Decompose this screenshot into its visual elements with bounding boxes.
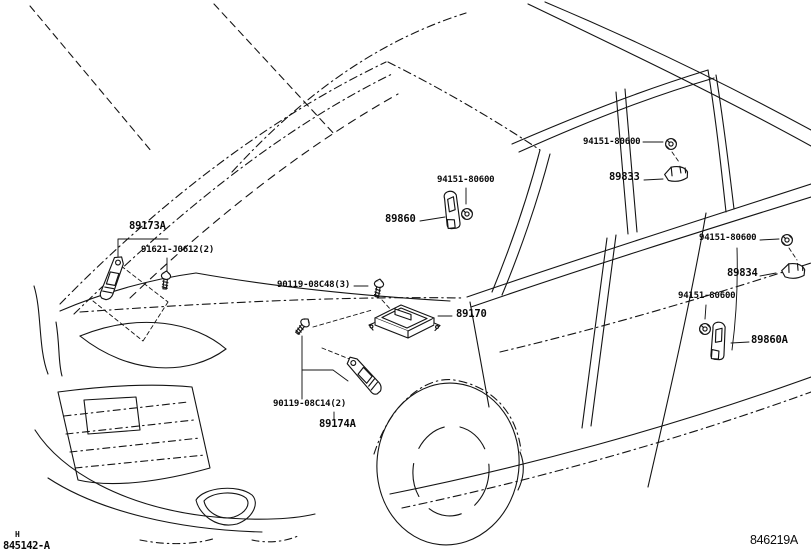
nut-94151-icon [699, 323, 711, 335]
part-label-89833: 89833 [609, 171, 640, 183]
revision-mark: H [15, 530, 20, 539]
part-label-90119-08c48: 90119-08C48(3) [277, 280, 351, 290]
car-body [29, 1, 811, 546]
part-label-89170: 89170 [456, 308, 487, 320]
part-label-94151-1: 94151-80600 [437, 175, 495, 185]
part-label-89860a: 89860A [751, 334, 788, 346]
side-sensor-89860 [443, 190, 462, 230]
diagram-code: 846219A [750, 533, 798, 547]
part-label-91621-j0612: 91621-J0612(2) [141, 245, 215, 255]
leader-lines [117, 141, 780, 420]
bolt-90119-08c48-icon [371, 277, 385, 299]
nut-94151-icon [461, 208, 473, 220]
assembly-reference-lines [92, 151, 798, 361]
nut-94151-icon [781, 234, 793, 246]
part-label-94151-2: 94151-80600 [583, 137, 641, 147]
part-label-89834: 89834 [727, 267, 758, 279]
part-label-89174a: 89174A [319, 418, 356, 430]
airbag-ecu-89170 [368, 304, 441, 339]
bolt-90119-08c14-icon [292, 315, 313, 337]
part-label-90119-08c14: 90119-08C14(2) [273, 399, 347, 409]
part-label-94151-4: 94151-80600 [678, 291, 736, 301]
part-label-94151-3: 94151-80600 [699, 233, 757, 243]
nut-94151-icon [665, 138, 677, 150]
side-sensor-89860a [710, 321, 727, 361]
page-code: 845142-A [3, 540, 50, 552]
part-label-89173a: 89173A [129, 220, 166, 232]
bolt-91621-icon [159, 269, 172, 290]
part-label-89860: 89860 [385, 213, 416, 225]
rear-sensor-89833 [662, 161, 691, 187]
rear-sensor-89834 [779, 258, 808, 284]
front-impact-sensor-rh-89174a [343, 353, 385, 397]
